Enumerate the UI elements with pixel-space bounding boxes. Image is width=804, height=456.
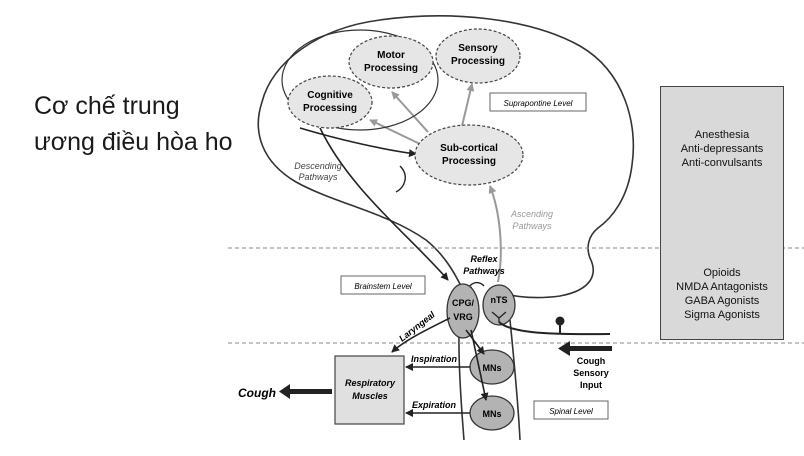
cpg-vrg-group: CPG/ VRG bbox=[446, 283, 480, 339]
cpg-label-2: VRG bbox=[453, 312, 473, 322]
subcortical-processing-node bbox=[414, 124, 524, 186]
cough-output-label: Cough bbox=[238, 386, 276, 400]
cough-input-arrow bbox=[558, 341, 612, 356]
motor-group: Motor Processing bbox=[348, 35, 434, 89]
motor-label-1: Motor bbox=[377, 50, 405, 61]
laryngeal-label: Laryngeal bbox=[397, 309, 437, 343]
drug-item: NMDA Antagonists bbox=[676, 281, 768, 293]
arrow-ascending bbox=[488, 185, 502, 283]
drug-item: Anesthesia bbox=[694, 129, 750, 141]
sensory-receptor-icon bbox=[555, 316, 565, 326]
nts-node bbox=[482, 284, 516, 326]
nts-label: nTS bbox=[491, 295, 508, 305]
suprapontine-drugs: Anesthesia Anti-depressants Anti-convuls… bbox=[661, 128, 783, 170]
arrow-descending-subcortical bbox=[299, 127, 417, 158]
respiratory-muscles-box: Respiratory Muscles bbox=[334, 355, 405, 425]
expiration-label: Expiration bbox=[412, 400, 457, 410]
sensory-label-1: Sensory bbox=[458, 43, 498, 54]
reflex-pathways-label-2: Pathways bbox=[463, 266, 505, 276]
brain-outline-lower bbox=[257, 101, 463, 289]
cognitive-label-2: Processing bbox=[303, 103, 357, 114]
pathway-subcortical-loop bbox=[395, 165, 406, 193]
cpg-label-1: CPG/ bbox=[452, 298, 475, 308]
motor-processing-node bbox=[348, 35, 434, 89]
respiratory-label-1: Respiratory bbox=[345, 378, 396, 388]
arrow-descending-main bbox=[319, 127, 449, 281]
brain-outline bbox=[261, 15, 635, 299]
arrow-cpg-mns-lower bbox=[470, 329, 489, 401]
inspiration-label: Inspiration bbox=[411, 354, 458, 364]
brainstem-drugs: Opioids NMDA Antagonists GABA Agonists S… bbox=[661, 266, 783, 322]
spinal-level-label: Spinal Level bbox=[549, 407, 593, 416]
drug-item: Anti-depressants bbox=[680, 143, 764, 155]
reflex-pathways-label-1: Reflex bbox=[470, 254, 498, 264]
cpg-vrg-node bbox=[446, 283, 480, 339]
sensory-processing-node bbox=[435, 28, 521, 84]
drug-item: Sigma Agonists bbox=[684, 309, 760, 321]
subcortical-group: Sub-cortical Processing bbox=[414, 124, 524, 186]
brainstem-right bbox=[509, 319, 521, 441]
drug-item: Opioids bbox=[703, 267, 741, 279]
cognitive-outer-ring bbox=[281, 29, 439, 131]
suprapontine-level-box: Suprapontine Level bbox=[489, 92, 587, 112]
ascending-pathways-label-1: Ascending bbox=[510, 209, 553, 219]
motor-label-2: Processing bbox=[364, 63, 418, 74]
sensory-group: Sensory Processing bbox=[435, 28, 521, 84]
drug-panel: Anesthesia Anti-depressants Anti-convuls… bbox=[660, 86, 784, 340]
nts-group: nTS bbox=[482, 284, 516, 326]
drug-item: Anti-convulsants bbox=[681, 157, 763, 169]
nts-synapse-icon bbox=[491, 311, 507, 322]
arrow-subcortical-cognitive bbox=[369, 119, 421, 145]
slide-title: Cơ chế trung ương điều hòa ho bbox=[34, 92, 233, 156]
descending-pathways-label-2: Pathways bbox=[298, 172, 338, 182]
cough-output-arrow bbox=[279, 384, 332, 399]
ascending-pathways-label-2: Pathways bbox=[512, 221, 552, 231]
cognitive-group: Cognitive Processing bbox=[281, 29, 439, 131]
subcortical-label-1: Sub-cortical bbox=[440, 143, 498, 154]
brainstem-level-label: Brainstem Level bbox=[354, 282, 412, 291]
suprapontine-level-label: Suprapontine Level bbox=[504, 99, 573, 108]
descending-pathways-label-1: Descending bbox=[294, 161, 342, 171]
arrow-subcortical-motor bbox=[391, 91, 429, 133]
brainstem-level-box: Brainstem Level bbox=[340, 275, 426, 295]
cognitive-label-1: Cognitive bbox=[307, 90, 353, 101]
cough-afferent-fiber bbox=[498, 321, 611, 336]
cough-input-label-2: Sensory bbox=[573, 368, 609, 378]
cough-input-label-1: Cough bbox=[577, 356, 606, 366]
cognitive-processing-node bbox=[287, 75, 373, 129]
mns-lower-group: MNs bbox=[469, 395, 515, 431]
respiratory-label-2: Muscles bbox=[352, 391, 388, 401]
mns-upper-label: MNs bbox=[482, 363, 501, 373]
drug-item: GABA Agonists bbox=[684, 295, 760, 307]
sensory-label-2: Processing bbox=[451, 56, 505, 67]
subcortical-label-2: Processing bbox=[442, 156, 496, 167]
cough-input-label-3: Input bbox=[580, 380, 602, 390]
arrow-laryngeal bbox=[391, 317, 451, 353]
arrow-cpg-mns-upper bbox=[465, 329, 485, 355]
mns-lower-label: MNs bbox=[482, 409, 501, 419]
arrow-subcortical-sensory bbox=[461, 83, 475, 127]
spinal-level-box: Spinal Level bbox=[533, 400, 609, 420]
